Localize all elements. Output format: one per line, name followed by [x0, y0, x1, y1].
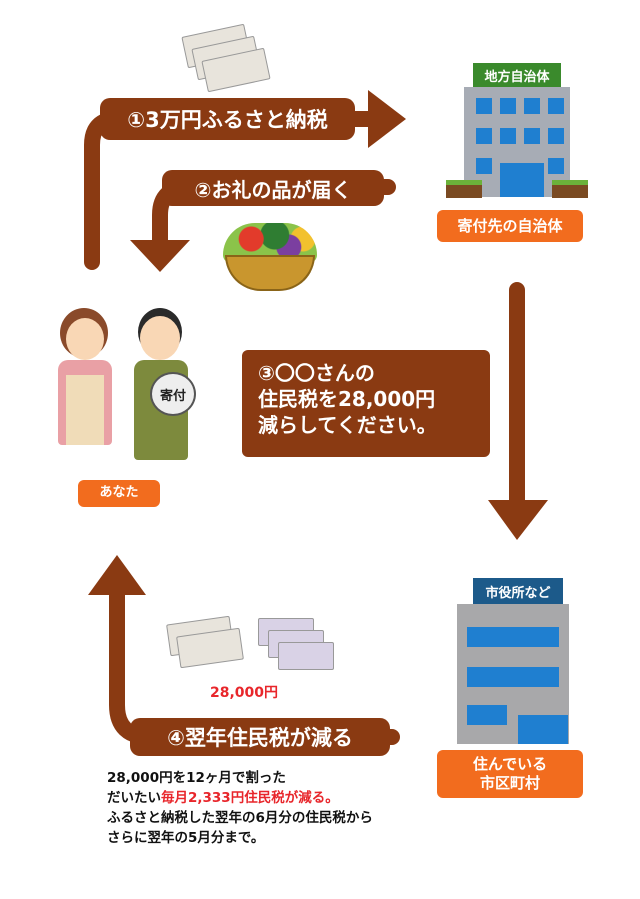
arrow-2-head — [130, 240, 190, 272]
local-government-building: 地方自治体 — [440, 60, 588, 200]
step-3-line: 減らしてください。 — [258, 413, 437, 437]
step-4-label: ④翌年住民税が減る — [130, 718, 390, 756]
arrow-4-head — [88, 555, 146, 595]
note-line: 28,000円を12ヶ月で割った — [107, 770, 286, 786]
money-icon — [180, 20, 280, 93]
note-line: ふるさと納税した翌年の6月分の住民税から — [107, 810, 373, 826]
explanation-note: 28,000円を12ヶ月で割った だいたい毎月2,333円住民税が減る。 ふるさ… — [107, 768, 373, 848]
step-3-line: 住民税を28,000円 — [258, 387, 436, 411]
refund-money-icon — [160, 600, 360, 680]
local-gov-label: 寄付先の自治体 — [437, 210, 583, 242]
step-1-label: ①3万円ふるさと納税 — [100, 98, 355, 140]
refund-amount: 28,000円 — [210, 685, 279, 701]
city-label-line: 市区町村 — [479, 774, 540, 792]
note-line: だいたい毎月2,333円住民税が減る。 — [107, 788, 373, 808]
donation-bag: 寄付 — [150, 372, 196, 416]
step-3-box: ③〇〇さんの 住民税を28,000円 減らしてください。 — [242, 350, 490, 457]
note-line: さらに翌年の5月分まで。 — [107, 830, 265, 846]
step-3-line: ③〇〇さんの — [258, 361, 375, 385]
city-office-building: 市役所など — [440, 575, 585, 745]
people-illustration: 寄付 — [38, 300, 208, 470]
city-label: 住んでいる 市区町村 — [437, 750, 583, 798]
arrow-1-head — [368, 90, 406, 148]
step-2-label: ②お礼の品が届く — [162, 170, 384, 206]
note-highlight: 毎月2,333円住民税が減る。 — [161, 790, 339, 806]
city-label-line: 住んでいる — [472, 755, 548, 774]
local-gov-sign: 地方自治体 — [473, 63, 561, 87]
note-text: だいたい — [107, 790, 161, 806]
you-label: あなた — [78, 480, 160, 507]
arrow-3-head — [488, 500, 548, 540]
city-office-sign: 市役所など — [473, 578, 563, 604]
gift-basket-icon — [215, 215, 325, 295]
